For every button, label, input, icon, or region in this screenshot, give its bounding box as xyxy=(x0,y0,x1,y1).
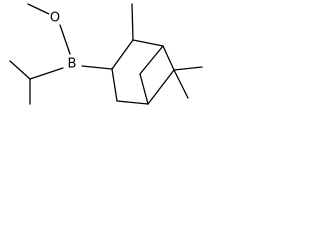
bond-ring-c5-c4 xyxy=(116,100,149,105)
bond-ring-c2-c1 xyxy=(132,39,164,47)
bond-isopropyl-ch-methyl-top xyxy=(9,60,31,80)
boron-atom-label: B xyxy=(68,57,77,72)
oxygen-atom-background xyxy=(48,11,62,25)
bond-c6-methyl-right xyxy=(173,66,203,71)
molecule-structure: O B xyxy=(9,3,203,105)
bond-ring-bridge-c5 xyxy=(139,73,149,105)
bond-ring-c1-bridge xyxy=(139,45,164,75)
bond-boron-ring xyxy=(81,65,113,70)
boron-atom-background xyxy=(65,57,79,71)
bond-isopropyl-ch-boron xyxy=(29,67,64,80)
bond-ring-c4-c3 xyxy=(111,68,118,102)
bond-ring-c3-c2 xyxy=(111,39,134,70)
bond-ring-c6-c5 xyxy=(147,69,175,105)
oxygen-atom-label: O xyxy=(50,11,60,26)
bond-ring-c1-c6 xyxy=(162,45,175,71)
bond-oxygen-boron xyxy=(59,24,71,55)
bond-methyl-oxygen xyxy=(27,3,50,15)
bond-c6-methyl-down xyxy=(173,69,189,99)
bond-ring-c2-methyl xyxy=(131,3,134,41)
